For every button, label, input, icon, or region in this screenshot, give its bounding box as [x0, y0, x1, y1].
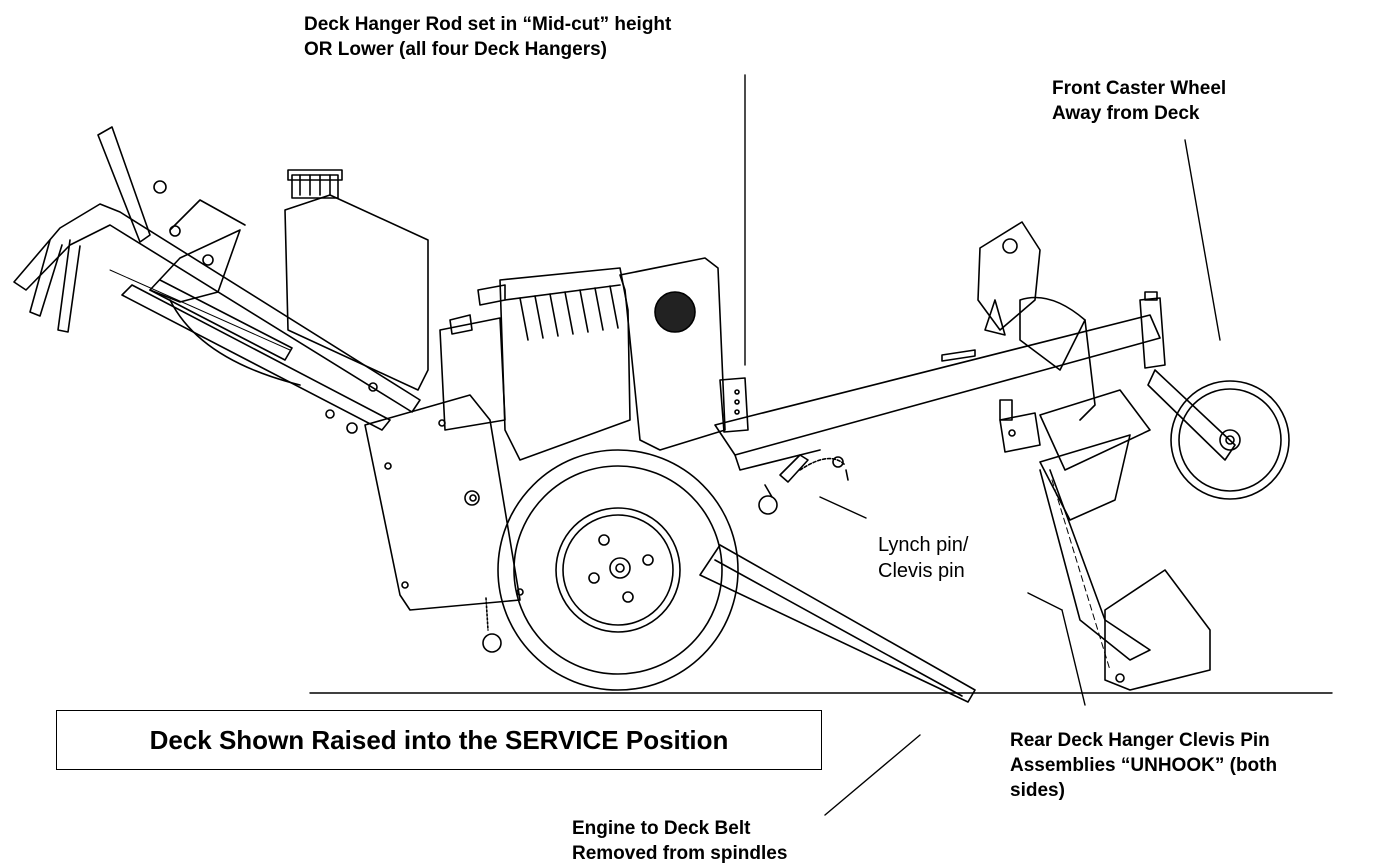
side-plate — [364, 394, 524, 611]
caster-wheel — [1139, 291, 1290, 500]
rear-wheel — [497, 449, 739, 691]
engine-belt-label: Engine to Deck Belt Removed from spindle… — [572, 818, 788, 864]
handle — [13, 126, 421, 434]
front-caster-label: Front Caster Wheel Away from Deck — [1052, 78, 1227, 124]
lynch-pin-label: Lynch pin/ Clevis pin — [878, 534, 969, 582]
deck — [699, 544, 976, 703]
caption-text: Deck Shown Raised into the SERVICE Posit… — [149, 724, 729, 755]
leader-lines — [744, 74, 1221, 816]
engine — [439, 257, 726, 461]
front-mount — [941, 221, 1211, 691]
deck-hanger-rod-label: Deck Hanger Rod set in “Mid-cut” height … — [304, 14, 672, 60]
fuel-tank — [284, 169, 429, 391]
air-filter-icon — [654, 291, 696, 333]
key-chain — [482, 597, 502, 653]
rear-clevis-label: Rear Deck Hanger Clevis Pin Assemblies “… — [1010, 730, 1278, 801]
lynch-pin — [758, 454, 849, 515]
caption-box: Deck Shown Raised into the SERVICE Posit… — [56, 710, 822, 770]
frame-beam — [714, 314, 1161, 471]
